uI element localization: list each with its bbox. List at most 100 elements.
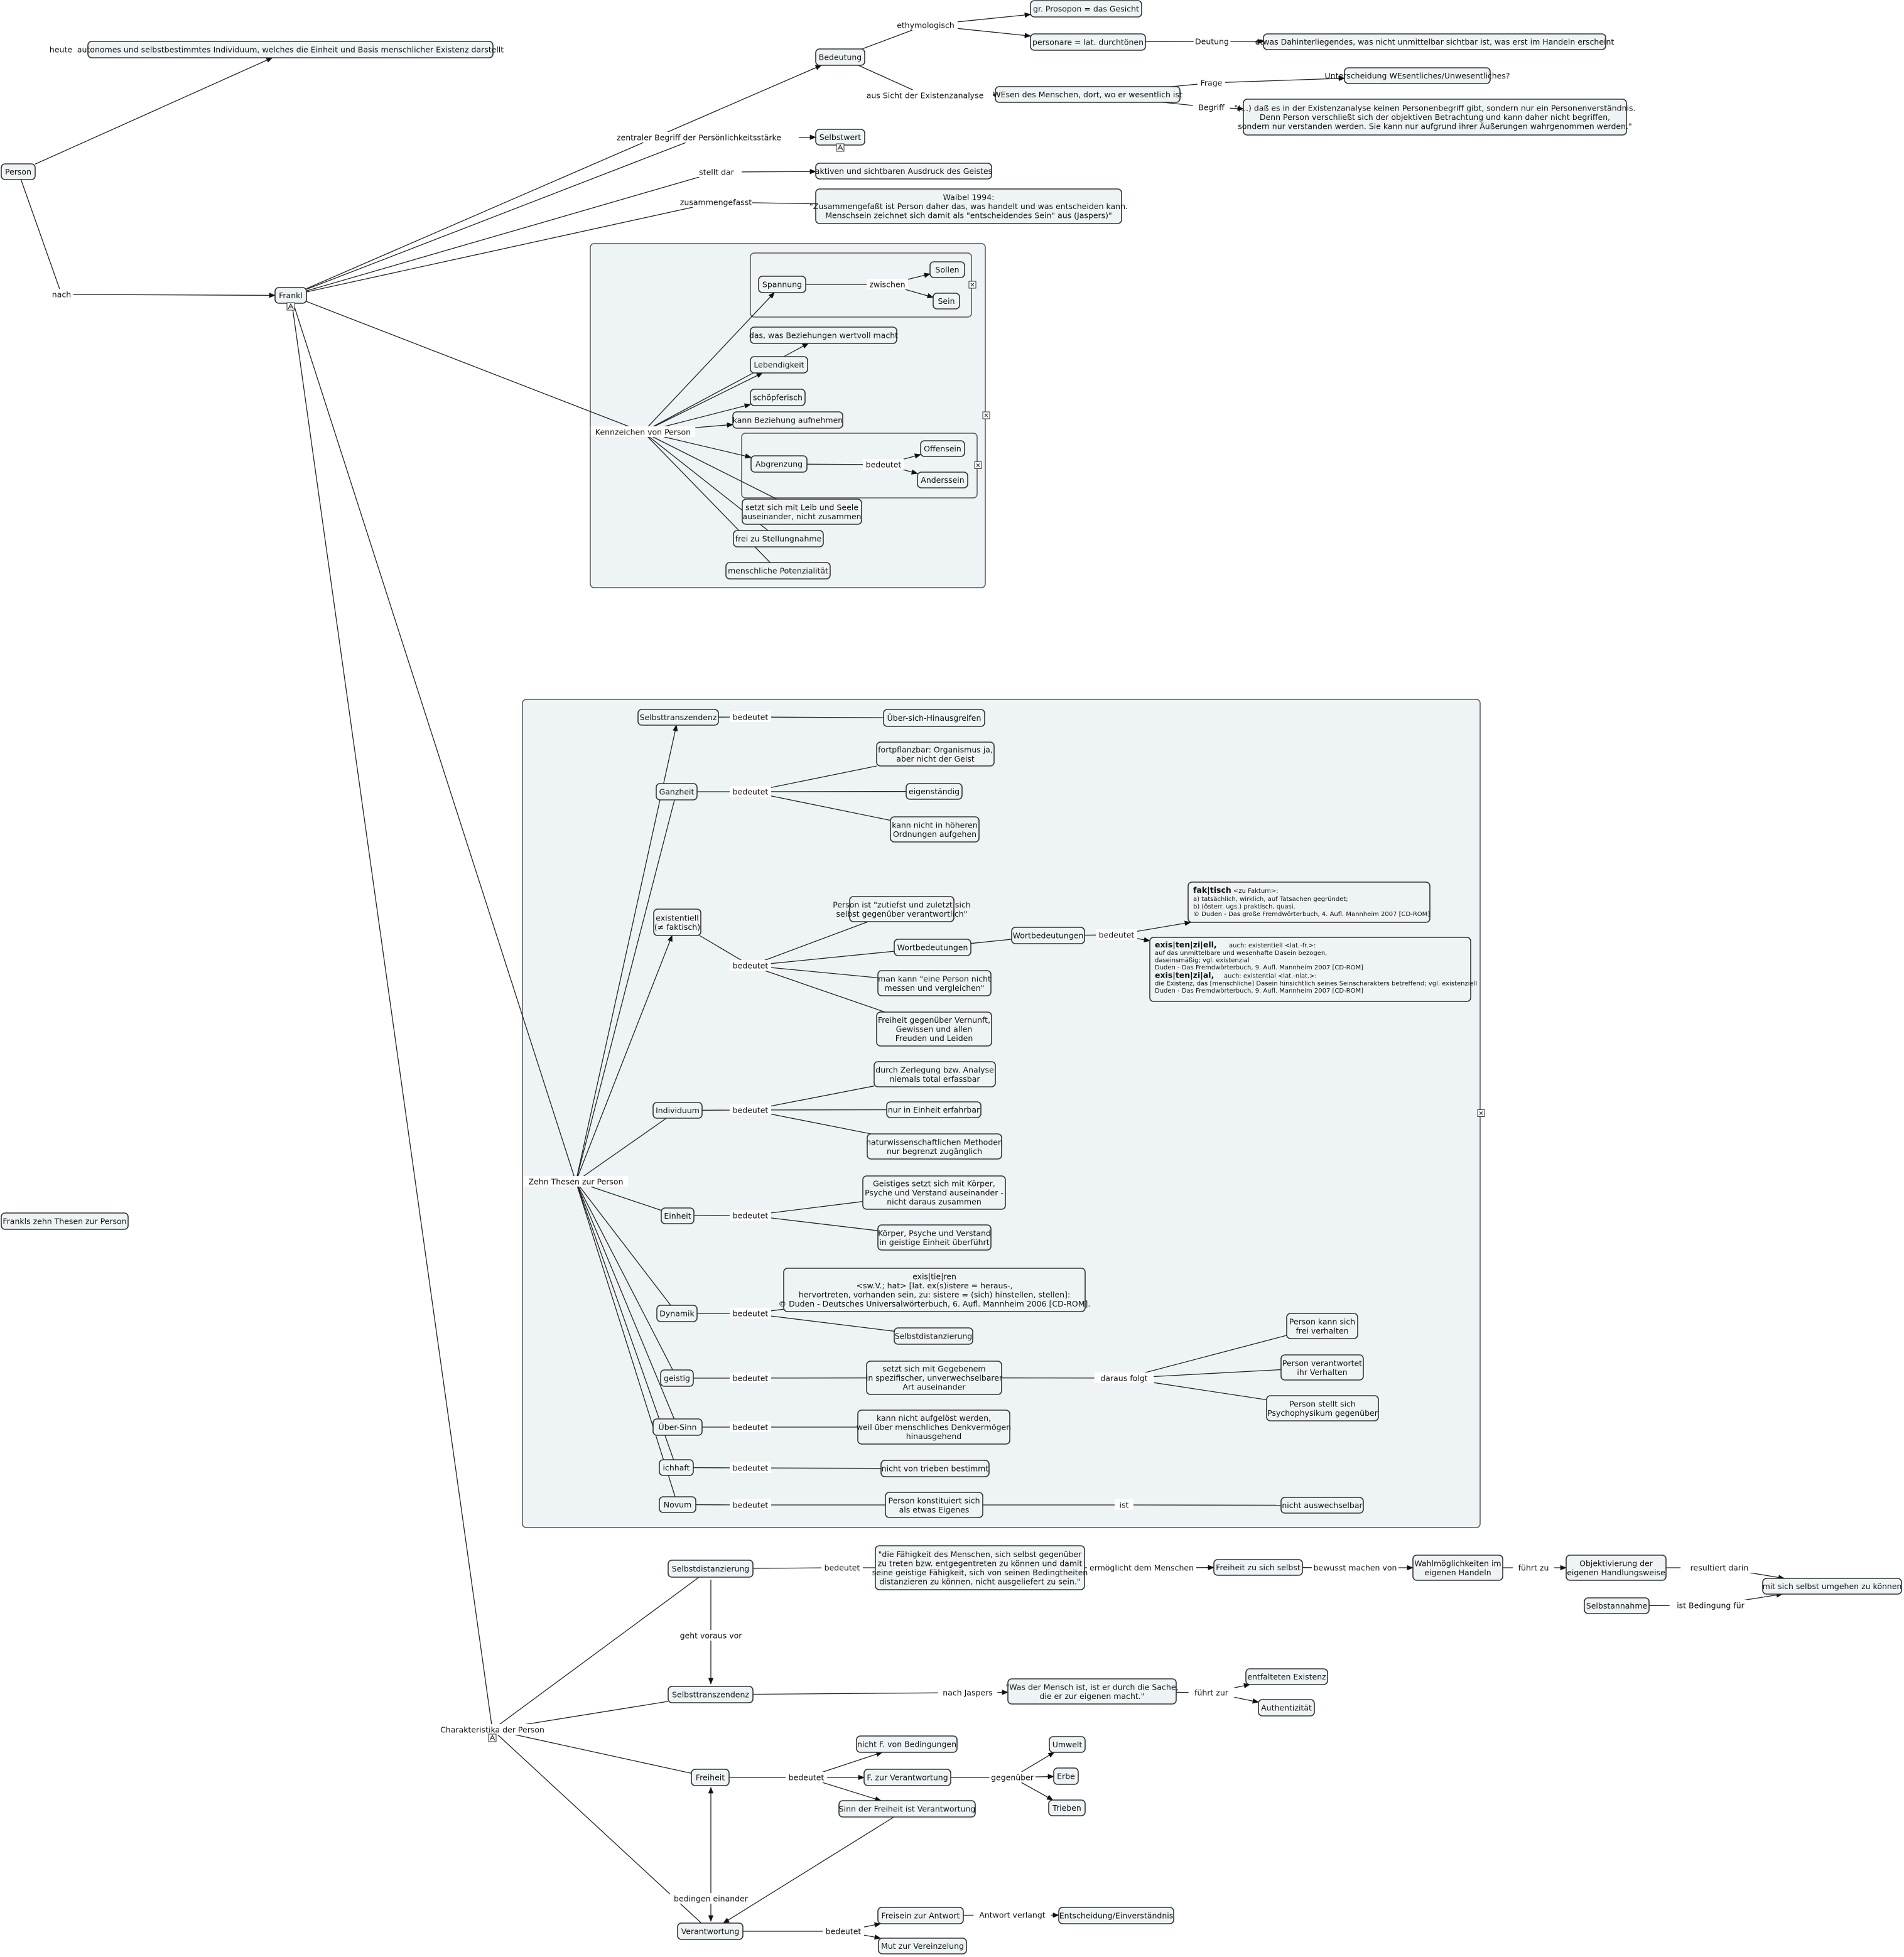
relation-resultiert[interactable]: resultiert darin [1690, 1563, 1749, 1573]
collapse-icon[interactable] [968, 281, 976, 289]
link-icon-frankl[interactable] [286, 302, 295, 311]
node-einheit-erf[interactable]: nur in Einheit erfahrbar [886, 1101, 982, 1118]
node-novum[interactable]: Novum [659, 1496, 696, 1513]
node-freiheit-geg[interactable]: Freiheit gegenüber Vernunft,Gewissen und… [876, 1011, 992, 1047]
link-icon-charakteristika[interactable] [488, 1733, 497, 1742]
node-waibel[interactable]: Waibel 1994:"Zusammengefaßt ist Person d… [809, 188, 1128, 224]
relation-fuehrt-zur[interactable]: führt zur [1194, 1688, 1229, 1698]
node-heute[interactable]: autonomes und selbstbestimmtes Individuu… [77, 41, 504, 58]
node-person[interactable]: Person [1, 163, 36, 180]
node-wortbed2[interactable]: Wortbedeutungen [1011, 927, 1085, 944]
node-faktisch[interactable]: fak|tisch<zu Faktum>:a) tatsächlich, wir… [1187, 881, 1431, 923]
node-dynamik[interactable]: Dynamik [656, 1305, 698, 1322]
relation-daraus[interactable]: daraus folgt [1100, 1374, 1147, 1383]
relation-bedeutet-abgr[interactable]: bedeutet [866, 460, 902, 470]
node-frankl[interactable]: Frankl [274, 287, 307, 304]
node-geistiges[interactable]: Geistiges setzt sich mit Körper,Psyche u… [862, 1175, 1006, 1210]
relation-zusammengefasst[interactable]: zusammengefasst [680, 198, 752, 207]
node-sollen[interactable]: Sollen [929, 261, 965, 278]
relation-jaspers[interactable]: nach Jaspers [943, 1688, 993, 1698]
relation-bed-ganzheit[interactable]: bedeutet [733, 787, 769, 797]
collapse-icon[interactable] [974, 461, 982, 469]
node-existieren[interactable]: exis|tie|ren<sw.V.; hat> [lat. ex(s)iste… [779, 1268, 1091, 1312]
node-leib[interactable]: setzt sich mit Leib und Seeleauseinander… [742, 499, 862, 525]
relation-bed-sd[interactable]: bedeutet [825, 1563, 860, 1573]
node-trieben[interactable]: Trieben [1048, 1799, 1086, 1816]
node-f-verantw[interactable]: F. zur Verantwortung [863, 1769, 951, 1786]
node-abgrenzung[interactable]: Abgrenzung [750, 455, 808, 473]
node-fortpfl[interactable]: fortpflanzbar: Organismus ja,aber nicht … [876, 741, 995, 767]
relation-fuehrt-zu[interactable]: führt zu [1518, 1563, 1549, 1573]
node-ueber-sinn[interactable]: Über-Sinn [652, 1418, 703, 1436]
node-entfaltet[interactable]: entfalteten Existenz [1245, 1668, 1328, 1685]
node-selbstwert[interactable]: Selbstwert [815, 129, 865, 146]
relation-aus-sicht[interactable]: aus Sicht der Existenzanalyse [867, 91, 984, 100]
node-anderssein[interactable]: Anderssein [917, 472, 968, 488]
node-auswechselbar[interactable]: nicht auswechselbar [1280, 1497, 1364, 1514]
relation-verlangt[interactable]: Antwort verlangt [979, 1911, 1045, 1920]
node-ueber-sich[interactable]: Über-sich-Hinausgreifen [883, 709, 985, 727]
relation-stellt-dar[interactable]: stellt dar [699, 168, 735, 177]
relation-charakteristika[interactable]: Charakteristika der Person [440, 1725, 544, 1735]
node-faehigkeit[interactable]: "die Fähigkeit des Menschen, sich selbst… [872, 1545, 1088, 1590]
node-mit-sich[interactable]: mit sich selbst umgehen zu können [1762, 1578, 1902, 1595]
node-wortbed1[interactable]: Wortbedeutungen [894, 939, 971, 956]
node-begriff-q[interactable]: "(...) daß es in der Existenzanalyse kei… [1235, 99, 1636, 136]
relation-bedingen[interactable]: bedingen einander [674, 1894, 749, 1904]
node-t-selbsttr[interactable]: Selbsttranszendenz [637, 709, 719, 726]
relation-zwischen[interactable]: zwischen [869, 280, 905, 289]
node-sein[interactable]: Sein [933, 293, 960, 310]
node-zutiefst[interactable]: Person ist "zutiefst und zuletzt sichsel… [833, 896, 971, 922]
node-beziehungen[interactable]: das, was Beziehungen wertvoll macht [749, 326, 898, 344]
node-schoepferisch[interactable]: schöpferisch [750, 389, 806, 406]
relation-bedingung[interactable]: ist Bedingung für [1677, 1601, 1744, 1610]
node-bedeutung[interactable]: Bedeutung [815, 48, 865, 66]
node-entscheidung[interactable]: Entscheidung/Einverständnis [1058, 1907, 1174, 1924]
node-ichhaft[interactable]: ichhaft [659, 1459, 694, 1476]
relation-frage[interactable]: Frage [1201, 78, 1223, 88]
node-freiheit[interactable]: Freiheit [691, 1769, 730, 1786]
node-dahinter[interactable]: etwas Dahinterliegendes, was nicht unmit… [1255, 33, 1615, 50]
node-existenziell[interactable]: exis|ten|zi|ell,auch: existentiell <lat.… [1149, 937, 1477, 1002]
node-potenzialitaet[interactable]: menschliche Potenzialität [725, 562, 831, 580]
relation-bed-dynamik[interactable]: bedeutet [733, 1309, 769, 1318]
node-selbstdist[interactable]: Selbstdistanzierung [668, 1560, 754, 1578]
relation-bed-selbsttr[interactable]: bedeutet [733, 713, 769, 722]
node-wesen[interactable]: WEsen des Menschen, dort, wo er wesentli… [993, 86, 1182, 103]
node-mensch-sache[interactable]: "Was der Mensch ist, ist er durch die Sa… [1006, 1678, 1179, 1705]
node-personare[interactable]: personare = lat. durchtönen [1030, 33, 1146, 51]
relation-begriff[interactable]: Begriff [1198, 103, 1225, 112]
link-icon-selbstwert[interactable] [836, 143, 845, 152]
node-zehn-label[interactable]: Frankls zehn Thesen zur Person [1, 1212, 129, 1230]
node-beziehung-auf[interactable]: kann Beziehung aufnehmen [732, 411, 843, 429]
node-geistig[interactable]: geistig [660, 1369, 694, 1387]
relation-bed-freiheit[interactable]: bedeutet [789, 1773, 825, 1782]
relation-bed-novum[interactable]: bedeutet [733, 1501, 769, 1510]
relation-bed-einheit[interactable]: bedeutet [733, 1211, 769, 1221]
node-freisein[interactable]: Freisein zur Antwort [877, 1907, 964, 1924]
relation-zentraler[interactable]: zentraler Begriff der Persönlichkeitsstä… [617, 133, 781, 143]
relation-zehn[interactable]: Zehn Thesen zur Person [528, 1177, 623, 1187]
node-mut[interactable]: Mut zur Vereinzelung [878, 1938, 967, 1954]
relation-deutung[interactable]: Deutung [1195, 37, 1229, 46]
node-sinn-frei[interactable]: Sinn der Freiheit ist Verantwortung [838, 1800, 976, 1818]
node-verantwortung[interactable]: Verantwortung [677, 1922, 744, 1940]
relation-bed-verantw[interactable]: bedeutet [826, 1927, 862, 1936]
node-trieben-best[interactable]: nicht von trieben bestimmt [880, 1460, 990, 1477]
node-erbe[interactable]: Erbe [1053, 1767, 1079, 1785]
node-prosopon[interactable]: gr. Prosopon = das Gesicht [1030, 0, 1142, 18]
node-ganzheit[interactable]: Ganzheit [656, 783, 698, 801]
node-individuum[interactable]: Individuum [652, 1102, 703, 1119]
relation-bed-ueber[interactable]: bedeutet [733, 1423, 769, 1432]
relation-nach[interactable]: nach [52, 290, 71, 299]
relation-ethym[interactable]: ethymologisch [897, 21, 955, 30]
node-offensein[interactable]: Offensein [920, 440, 965, 457]
node-nicht-f[interactable]: nicht F. von Bedingungen [856, 1735, 958, 1753]
